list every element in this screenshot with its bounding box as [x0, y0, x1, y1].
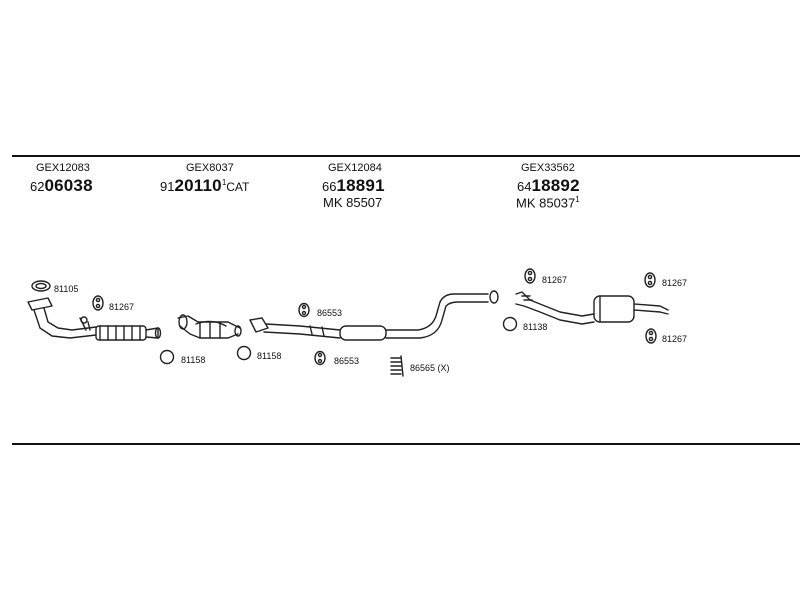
gex-code: GEX12084 — [328, 162, 382, 174]
rubber-hanger-icon[interactable] — [298, 302, 310, 318]
footnote-mark: 1 — [221, 178, 227, 187]
part-label: 86565 (X) — [410, 363, 450, 373]
part-number[interactable]: 6618891 — [322, 176, 385, 195]
part-number[interactable]: 6418892 — [517, 176, 580, 195]
mounting-kit[interactable]: MK 85507 — [323, 195, 383, 210]
part-label: 81267 — [542, 275, 567, 285]
seal-ring-icon[interactable] — [236, 345, 252, 361]
part-number[interactable]: 6206038 — [30, 176, 93, 195]
seal-ring-icon[interactable] — [502, 316, 518, 332]
part-label: 81267 — [662, 278, 687, 288]
part-label: 81158 — [181, 355, 205, 365]
part-number[interactable]: 91201101CAT — [160, 176, 250, 195]
catalytic-converter-part[interactable] — [177, 314, 242, 339]
rubber-hanger-icon[interactable] — [524, 268, 536, 284]
gex-code: GEX8037 — [186, 162, 234, 174]
rubber-hanger-icon[interactable] — [645, 328, 657, 344]
pipe-clamp-icon[interactable] — [390, 355, 404, 377]
gex-code: GEX33562 — [521, 162, 575, 174]
bottom-divider — [12, 443, 800, 445]
part-label: 81267 — [109, 302, 134, 312]
rubber-hanger-icon[interactable] — [314, 350, 326, 366]
gex-code: GEX12083 — [36, 162, 90, 174]
part-label: 81158 — [257, 351, 281, 361]
part-label: 86553 — [317, 308, 342, 318]
middle-pipe-part[interactable] — [249, 290, 499, 341]
seal-ring-icon[interactable] — [159, 349, 175, 365]
part-label: 81138 — [523, 322, 547, 332]
rubber-hanger-icon[interactable] — [644, 272, 656, 288]
part-label: 81267 — [662, 334, 687, 344]
mounting-kit[interactable]: MK 850371 — [516, 195, 580, 211]
rubber-hanger-icon[interactable] — [92, 295, 104, 311]
part-label: 81105 — [54, 284, 78, 294]
top-divider — [12, 155, 800, 157]
rear-silencer-part[interactable] — [515, 291, 669, 325]
part-label: 86553 — [334, 356, 359, 366]
gasket-ring-icon[interactable] — [31, 280, 51, 292]
front-downpipe-part[interactable] — [27, 297, 162, 341]
